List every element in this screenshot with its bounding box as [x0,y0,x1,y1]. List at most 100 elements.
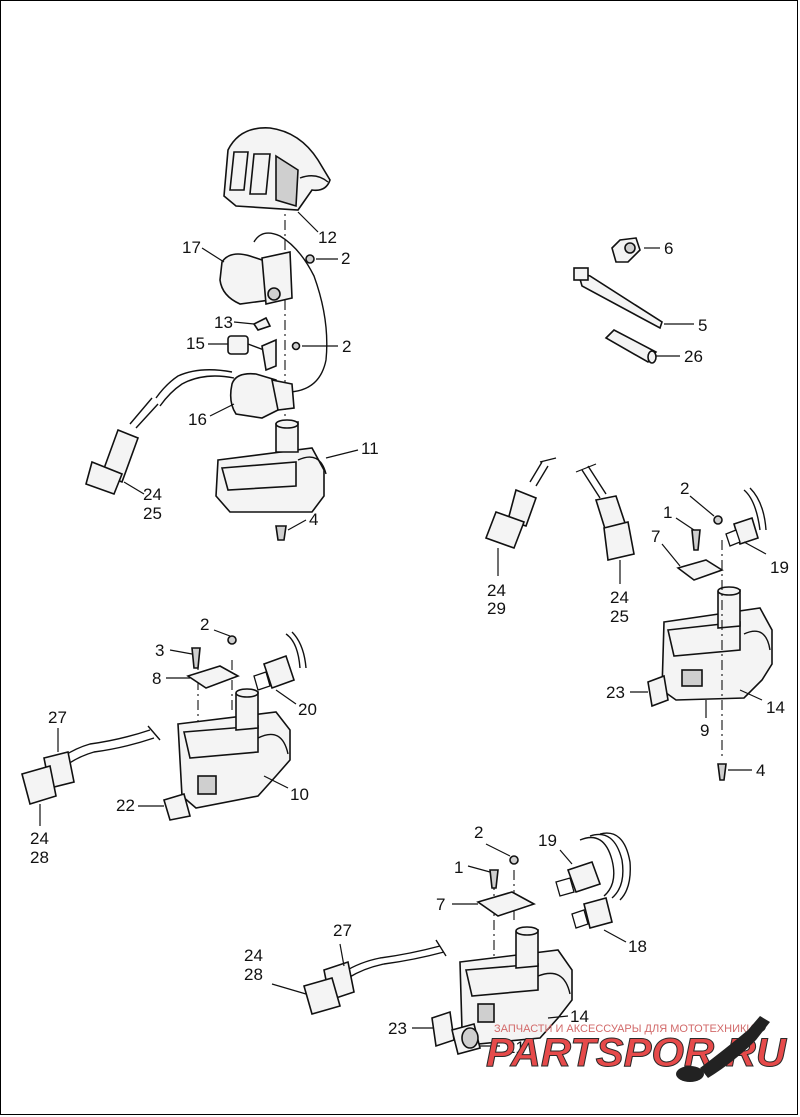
label-28: 28 [244,965,263,984]
label-24: 24 [610,588,629,607]
part-2-screw-upper [305,254,315,264]
part-1-screw [489,869,499,889]
label-24: 24 [30,829,49,848]
label-5: 5 [698,316,707,335]
labels-group-5: 2 19 1 7 18 27 24 28 14 23 21 [244,823,647,1057]
part-2-screw-lower [291,341,301,351]
part-24-connector-28 [21,751,75,806]
part-3-screw [191,647,201,669]
label-2: 2 [680,479,689,498]
part-19-connector [555,832,631,901]
watermark: ЗАПЧАСТИ И АКСЕССУАРЫ ДЛЯ МОТОТЕХНИКИ PA… [486,1016,788,1082]
part-15-connector [227,335,277,372]
part-1-screw [691,529,701,551]
labels-group-1: 12 2 17 2 13 15 16 11 24 25 4 [143,228,379,529]
part-11-lower-housing [215,419,327,513]
label-7: 7 [651,527,660,546]
part-23-button [431,1010,455,1048]
label-4: 4 [309,510,318,529]
part-8-plate [186,665,240,689]
part-27-harness [63,725,161,765]
label-2: 2 [200,615,209,634]
part-14-housing-bottom [459,926,573,1045]
label-10: 10 [290,785,309,804]
label-20: 20 [298,700,317,719]
label-7: 7 [436,895,445,914]
label-23: 23 [388,1019,407,1038]
label-1: 1 [663,503,672,522]
label-4: 4 [756,761,765,780]
label-24: 24 [244,946,263,965]
part-24-connector-29 [484,457,557,550]
part-4-screw [275,525,287,541]
assembly-loose-parts [573,237,694,364]
label-21: 21 [506,1038,525,1057]
label-13: 13 [214,313,233,332]
part-19-switch-connector [725,487,767,547]
assembly-upper-left [85,127,359,541]
label-27: 27 [333,921,352,940]
part-24-connector-28 [303,960,355,1015]
part-14-housing-right [661,586,773,701]
part-27-harness [343,939,447,979]
labels-group-2: 6 5 26 [664,239,707,366]
part-7-plate [676,559,724,581]
label-25: 25 [143,504,162,523]
part-21-button [451,1023,481,1055]
label-28: 28 [30,848,49,867]
label-3: 3 [155,641,164,660]
part-23-button [647,674,669,708]
part-10-housing [177,688,291,809]
part-17-switch-block [219,232,328,393]
part-20-connector [253,631,307,691]
label-19: 19 [538,831,557,850]
label-25: 25 [610,607,629,626]
label-8: 8 [152,669,161,688]
part-24-connector-25 [575,463,635,561]
part-13-tab [252,316,272,331]
part-16-switch [155,369,295,419]
label-24: 24 [143,485,162,504]
part-2-screw [509,855,519,865]
assembly-right [484,457,773,781]
label-27: 27 [48,708,67,727]
labels-group-3: 24 29 24 25 2 1 7 19 23 14 9 4 [487,479,789,780]
part-5-cable-tie [573,267,663,330]
part-6-clip [611,237,641,263]
part-7-plate [476,891,536,917]
label-6: 6 [664,239,673,258]
label-14: 14 [570,1007,589,1026]
label-1: 1 [454,858,463,877]
label-16: 16 [188,410,207,429]
part-4-screw [717,763,727,781]
label-2: 2 [474,823,483,842]
part-2-screw [227,635,237,645]
part-24-connector-upper [85,397,159,496]
label-24: 24 [487,581,506,600]
label-23: 23 [606,683,625,702]
label-17: 17 [182,238,201,257]
moto-rider-icon [676,1016,770,1082]
label-15: 15 [186,334,205,353]
label-19: 19 [770,558,789,577]
assembly-middle-left [21,629,307,826]
label-2: 2 [341,249,350,268]
label-29: 29 [487,599,506,618]
label-18: 18 [628,937,647,956]
label-9: 9 [700,721,709,740]
label-2: 2 [342,337,351,356]
assembly-bottom [271,832,631,1055]
part-2-screw [713,515,723,525]
label-26: 26 [684,347,703,366]
watermark-text: ЗАПЧАСТИ И АКСЕССУАРЫ ДЛЯ МОТОТЕХНИКИ [494,1023,754,1035]
label-12: 12 [318,228,337,247]
part-26-sleeve [604,329,658,364]
part-22-button [163,792,191,821]
labels-group-4: 3 2 8 20 27 24 28 22 10 [30,615,317,867]
label-22: 22 [116,796,135,815]
label-11: 11 [361,439,379,458]
watermark-logo: PARTSPOR.RU [486,1031,787,1075]
part-12-switch-cover [223,127,331,211]
